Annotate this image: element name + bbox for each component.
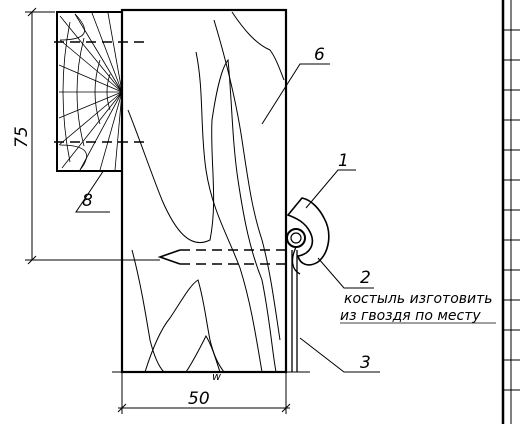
dimension-height [25, 7, 160, 265]
dashed-fasteners [54, 41, 285, 265]
callout-3: 3 [360, 353, 371, 373]
dimension-height-label: 75 [12, 126, 32, 148]
callout-1: 1 [338, 151, 349, 171]
metal-spike [286, 228, 306, 372]
leader-lines [75, 63, 380, 373]
tick-mark: w [212, 370, 221, 383]
note-line-2: из гвоздя по месту [340, 308, 481, 324]
callout-6: 6 [314, 45, 325, 65]
wooden-post [120, 8, 288, 374]
insulator-clip [286, 197, 330, 266]
dimension-width [112, 371, 310, 414]
wood-grain [127, 11, 285, 373]
callout-2: 2 [360, 268, 371, 288]
dimension-width-label: 50 [188, 389, 210, 409]
note-line-1: костыль изготовить [344, 291, 493, 307]
mesh-panel [56, 11, 123, 172]
table-border [501, 0, 520, 424]
callout-8: 8 [82, 191, 93, 211]
